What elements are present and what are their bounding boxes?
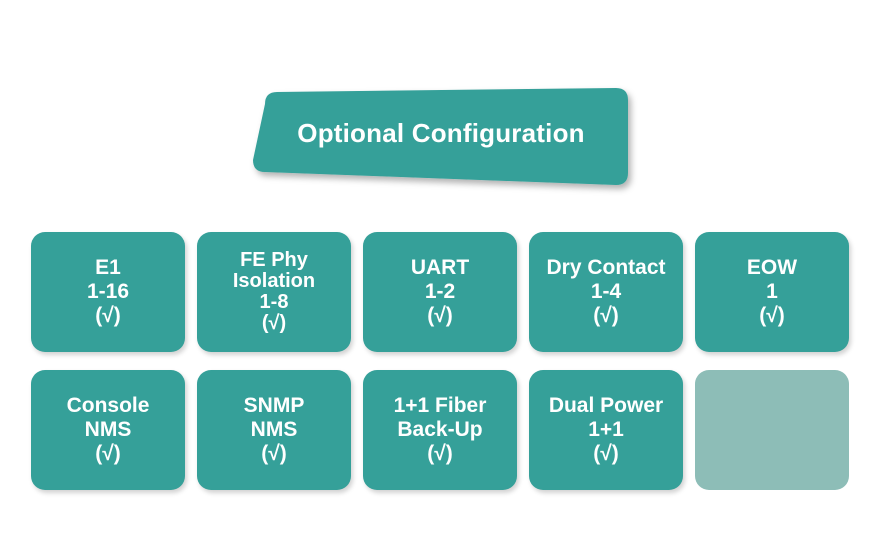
tile-line: 1+1 — [588, 418, 624, 442]
tile-line: Dual Power — [548, 394, 664, 418]
tile-line: 1 — [766, 280, 778, 304]
tile-check-mark: (√) — [593, 303, 619, 327]
tile-line: NMS — [250, 418, 298, 442]
option-tile-fiber-backup[interactable]: 1+1 Fiber Back-Up (√) — [363, 370, 517, 490]
tile-check-mark: (√) — [261, 312, 287, 334]
tile-check-mark: (√) — [593, 441, 619, 465]
options-grid: E1 1-16 (√) FE Phy Isolation 1-8 (√) UAR… — [31, 232, 849, 490]
tile-line: Console — [66, 394, 150, 418]
tile-check-mark: (√) — [261, 441, 287, 465]
tile-line: E1 — [95, 256, 121, 280]
option-tile-dry-contact[interactable]: Dry Contact 1-4 (√) — [529, 232, 683, 352]
tile-check-mark: (√) — [95, 441, 121, 465]
option-tile-fe-phy-isolation[interactable]: FE Phy Isolation 1-8 (√) — [197, 232, 351, 352]
option-tile-dual-power[interactable]: Dual Power 1+1 (√) — [529, 370, 683, 490]
tile-line: 1-2 — [424, 280, 456, 304]
tile-line: EOW — [746, 256, 798, 280]
tile-line: 1+1 Fiber — [393, 394, 487, 418]
tile-line: Dry Contact — [546, 256, 666, 280]
option-tile-uart[interactable]: UART 1-2 (√) — [363, 232, 517, 352]
tile-line: FE Phy — [240, 249, 308, 271]
option-tile-snmp-nms[interactable]: SNMP NMS (√) — [197, 370, 351, 490]
option-tile-eow[interactable]: EOW 1 (√) — [695, 232, 849, 352]
tile-line: 1-8 — [259, 291, 289, 313]
option-tile-e1[interactable]: E1 1-16 (√) — [31, 232, 185, 352]
option-tile-console-nms[interactable]: Console NMS (√) — [31, 370, 185, 490]
banner: Optional Configuration — [248, 82, 634, 194]
tile-line: Isolation — [232, 270, 316, 292]
tile-check-mark: (√) — [95, 303, 121, 327]
tile-line: NMS — [84, 418, 132, 442]
tile-check-mark: (√) — [427, 441, 453, 465]
tile-line: 1-4 — [590, 280, 622, 304]
tile-line: 1-16 — [86, 280, 130, 304]
option-tile-placeholder — [695, 370, 849, 490]
tile-check-mark: (√) — [427, 303, 453, 327]
tile-check-mark: (√) — [759, 303, 785, 327]
tile-line: UART — [410, 256, 470, 280]
tile-line: Back-Up — [397, 418, 483, 442]
banner-shape-icon — [253, 88, 628, 185]
tile-line: SNMP — [243, 394, 305, 418]
